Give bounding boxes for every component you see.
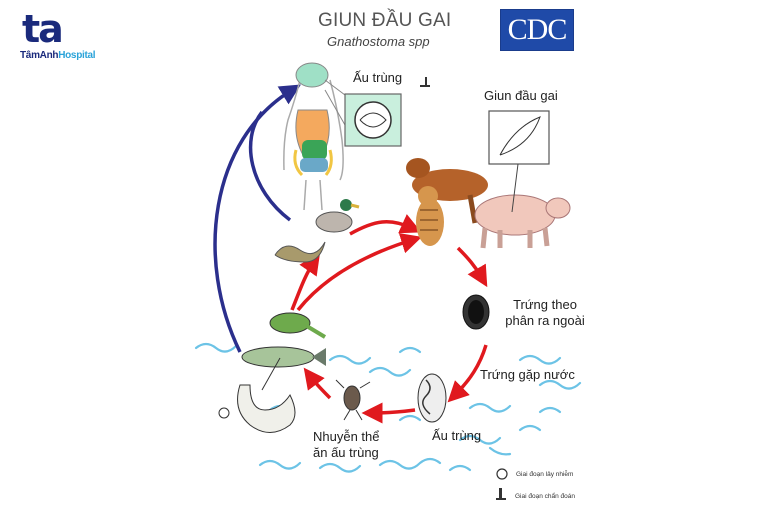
label-eggs-water: Trứng gặp nước: [480, 367, 575, 382]
biohazard-icon: [496, 468, 508, 480]
cat-illustration: [416, 186, 444, 246]
label-eggs-feces-line2: phân ra ngoài: [505, 313, 585, 328]
biohazard-icon-grub: [218, 407, 230, 419]
legend-infective-stage: Giai đoạn lây nhiễm: [516, 471, 574, 478]
diagram-subtitle: Gnathostoma spp: [327, 34, 430, 49]
pig-illustration: [474, 194, 571, 249]
advanced-larva: [237, 384, 296, 433]
frog-illustration: [269, 312, 327, 339]
microscope-icon: [496, 488, 506, 500]
label-adult-worm: Giun đầu gai: [484, 88, 558, 103]
cdc-logo: CDC: [500, 9, 574, 51]
diagram-title: GIUN ĐẦU GAI: [318, 10, 452, 31]
label-eggs-feces-line1: Trứng theo: [513, 297, 577, 312]
label-copepod: Nhuyễn thể ăn ấu trùng: [313, 429, 380, 461]
larva-egg: [417, 373, 447, 423]
label-copepod-line2: ăn ấu trùng: [313, 445, 379, 460]
hospital-logo-name: TâmAnhHospital: [20, 50, 96, 61]
logo-name-part1: TâmAnh: [20, 50, 59, 61]
human-figure: [283, 62, 346, 211]
adult-worm-inset: [488, 110, 550, 165]
snake-illustration: [274, 241, 326, 263]
microscope-icon-top: [420, 77, 430, 87]
hospital-logo-mark: ta: [22, 7, 64, 51]
label-eggs-feces: Trứng theo phân ra ngoài: [500, 297, 590, 329]
copepod-illustration: [335, 379, 371, 421]
logo-name-part2: Hospital: [58, 50, 96, 61]
label-copepod-line1: Nhuyễn thể: [313, 429, 380, 444]
label-human-larva: Ấu trùng: [353, 70, 403, 85]
label-larva-water: Ấu trùng: [432, 428, 482, 443]
duck-illustration: [315, 199, 360, 233]
legend-diagnostic-stage: Giai đoạn chẩn đoán: [515, 493, 575, 500]
fish-illustration: [241, 346, 326, 391]
